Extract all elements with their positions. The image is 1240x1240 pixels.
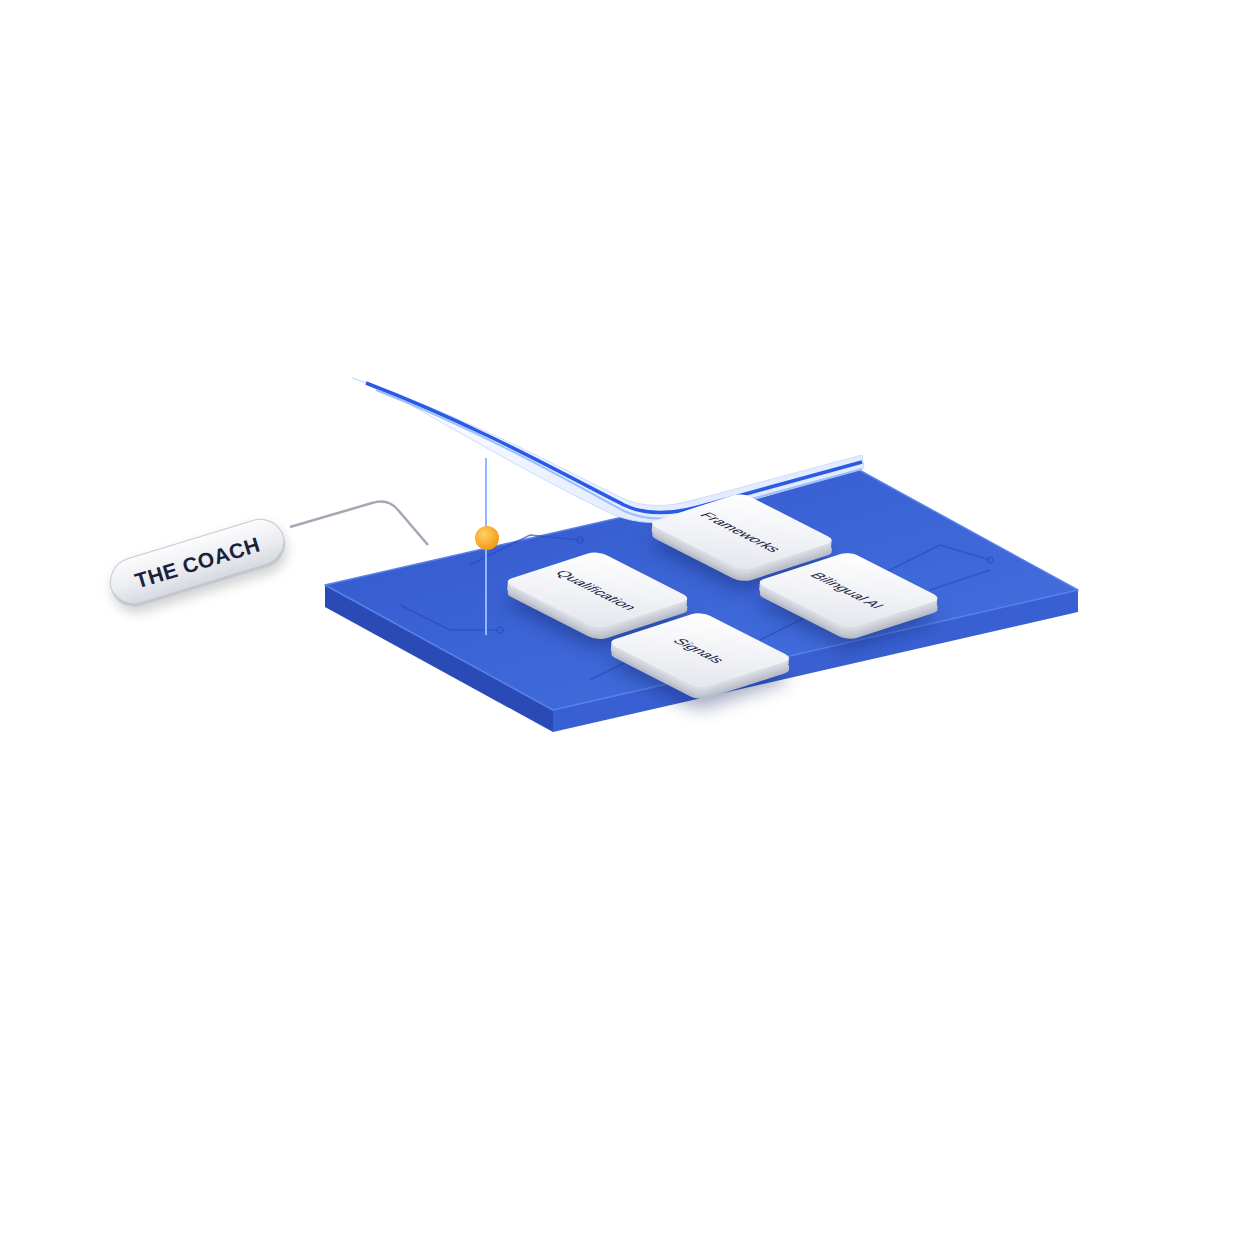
- key-label: Bilingual AI: [807, 571, 889, 610]
- orange-dot: [475, 526, 499, 550]
- trace-pad: [577, 537, 583, 543]
- key-label: Signals: [670, 636, 730, 664]
- pill-label: THE COACH: [132, 533, 263, 594]
- pin: [724, 692, 727, 808]
- pin: [706, 696, 709, 808]
- pin: [654, 708, 657, 800]
- pin: [791, 676, 794, 785]
- pin: [784, 678, 787, 782]
- pin: [774, 680, 777, 786]
- pin: [684, 701, 687, 820]
- trace: [930, 570, 990, 590]
- leader-wire: [290, 502, 428, 545]
- ribbon-highlight: [376, 390, 862, 519]
- pin: [882, 655, 885, 752]
- ribbon-sheet: [352, 378, 864, 523]
- trace-pad: [497, 627, 503, 633]
- coach-pill: THE COACH: [103, 513, 291, 614]
- trace: [880, 545, 990, 575]
- key-label: Qualification: [552, 569, 642, 612]
- trace-pad: [987, 557, 993, 563]
- key-label: Frameworks: [697, 511, 787, 554]
- ribbon-stripe: [366, 383, 862, 513]
- pin: [804, 673, 807, 778]
